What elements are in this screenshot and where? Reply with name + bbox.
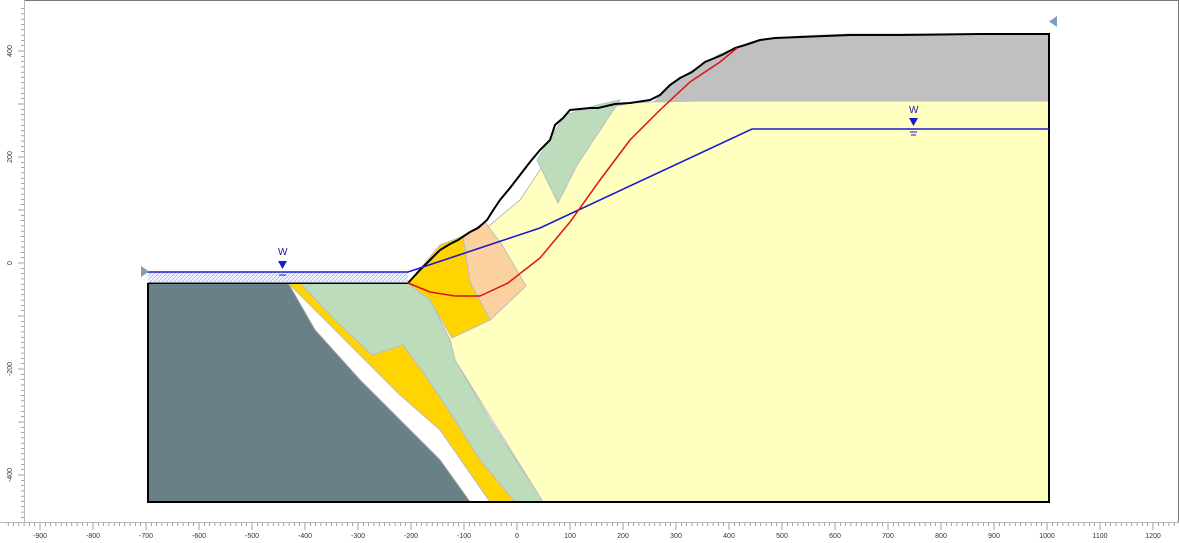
y-tick-label: -400 — [7, 468, 14, 482]
y-tick-label: 0 — [7, 261, 14, 265]
x-tick-label: 700 — [882, 533, 894, 540]
y-tick-label: 400 — [7, 45, 14, 57]
external-boundary[interactable] — [147, 33, 1050, 503]
x-tick-label: 400 — [723, 533, 735, 540]
critical-slip-surface[interactable] — [407, 47, 738, 297]
y-tick-label: 200 — [7, 151, 14, 163]
x-tick-label: -900 — [33, 533, 47, 540]
x-tick-label: 1000 — [1039, 533, 1055, 540]
x-tick-label: -400 — [298, 533, 312, 540]
y-tick-label: -200 — [7, 362, 14, 376]
x-tick-label: 300 — [670, 533, 682, 540]
inverted-triangle-icon — [278, 261, 287, 269]
x-tick-label: -200 — [404, 533, 418, 540]
triangle-left-icon[interactable] — [1049, 16, 1057, 27]
x-tick-label: 0 — [515, 533, 519, 540]
x-tick-label: -800 — [86, 533, 100, 540]
x-tick-label: 200 — [617, 533, 629, 540]
inverted-triangle-icon — [909, 118, 918, 126]
water-marker-left[interactable]: W — [277, 247, 288, 276]
triangle-right-icon[interactable] — [141, 266, 149, 277]
x-tick-label: -600 — [192, 533, 206, 540]
x-tick-label: -100 — [457, 533, 471, 540]
vertical-ruler — [0, 0, 25, 522]
x-tick-label: 1200 — [1145, 533, 1161, 540]
x-tick-label: 900 — [988, 533, 1000, 540]
grey-cap-zone[interactable] — [653, 33, 1050, 102]
x-tick-label: -500 — [245, 533, 259, 540]
water-marker-right-label: W — [909, 105, 919, 116]
x-tick-label: 100 — [564, 533, 576, 540]
horizontal-ruler — [0, 522, 1179, 543]
water-marker-left-label: W — [278, 247, 288, 258]
y-ruler-ticks: 400 200 0 -200 -400 — [7, 8, 24, 518]
water-table[interactable] — [143, 128, 1049, 283]
x-tick-label: 600 — [829, 533, 841, 540]
x-tick-label: -300 — [351, 533, 365, 540]
x-tick-label: -700 — [139, 533, 153, 540]
x-tick-label: 800 — [935, 533, 947, 540]
x-ruler-ticks: -900 -800 -700 -600 -500 -400 -300 -200 -100 0 100… — [7, 523, 1175, 540]
water-marker-right[interactable]: W — [908, 105, 919, 136]
x-tick-label: 1100 — [1092, 533, 1107, 540]
x-tick-label: 500 — [776, 533, 788, 540]
